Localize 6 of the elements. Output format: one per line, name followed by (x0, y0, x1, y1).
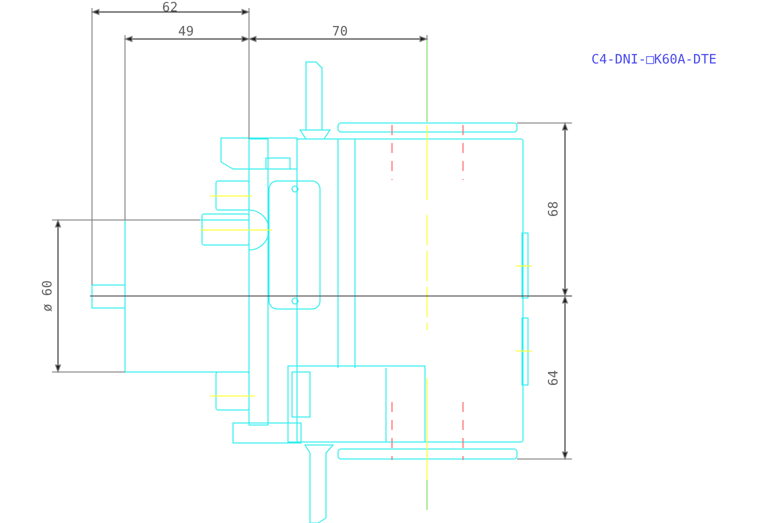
dimension-value: 49 (178, 26, 194, 38)
dimension-value: ø 60 (42, 280, 54, 312)
dimension-value: 68 (548, 201, 560, 217)
dimension-value: 70 (332, 26, 348, 38)
dimension-value: 64 (548, 370, 560, 386)
model-code: C4-DNI-□K60A-DTE (591, 54, 717, 66)
